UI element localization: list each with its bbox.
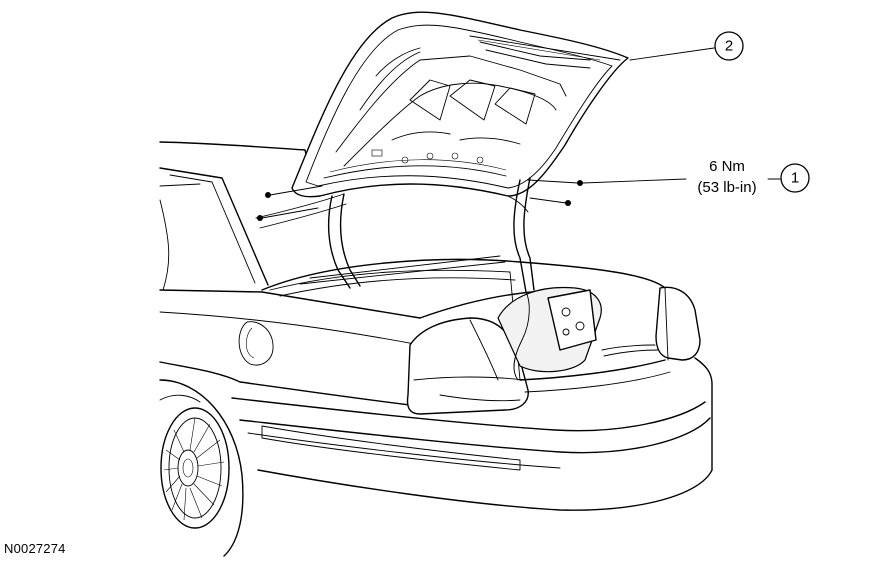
torque-value-nm: 6 Nm bbox=[709, 158, 745, 175]
callout-2-circle bbox=[714, 31, 744, 61]
hinge-bolts bbox=[257, 179, 583, 221]
trunk-lid bbox=[291, 11, 629, 198]
trunk-lid-hinges bbox=[255, 177, 535, 381]
torque-value-lbin: (53 lb-in) bbox=[697, 179, 756, 196]
callout-1-number: 1 bbox=[791, 170, 799, 187]
callout-2-number: 2 bbox=[725, 38, 733, 55]
bolt-left-lower-icon bbox=[257, 215, 263, 221]
rear-wheel bbox=[159, 379, 244, 557]
figure-id: N0027274 bbox=[4, 541, 66, 556]
callout-1: 6 Nm (53 lb-in) 1 bbox=[582, 158, 810, 196]
bolt-right-upper-icon bbox=[577, 180, 583, 186]
bolt-right-lower-icon bbox=[565, 200, 571, 206]
callout-2: 2 bbox=[629, 31, 744, 61]
callout-1-leader bbox=[582, 178, 687, 184]
callout-1-circle bbox=[780, 163, 810, 193]
car-body bbox=[159, 141, 713, 511]
bolt-left-upper-icon bbox=[265, 192, 271, 198]
callout-2-leader bbox=[629, 47, 715, 61]
